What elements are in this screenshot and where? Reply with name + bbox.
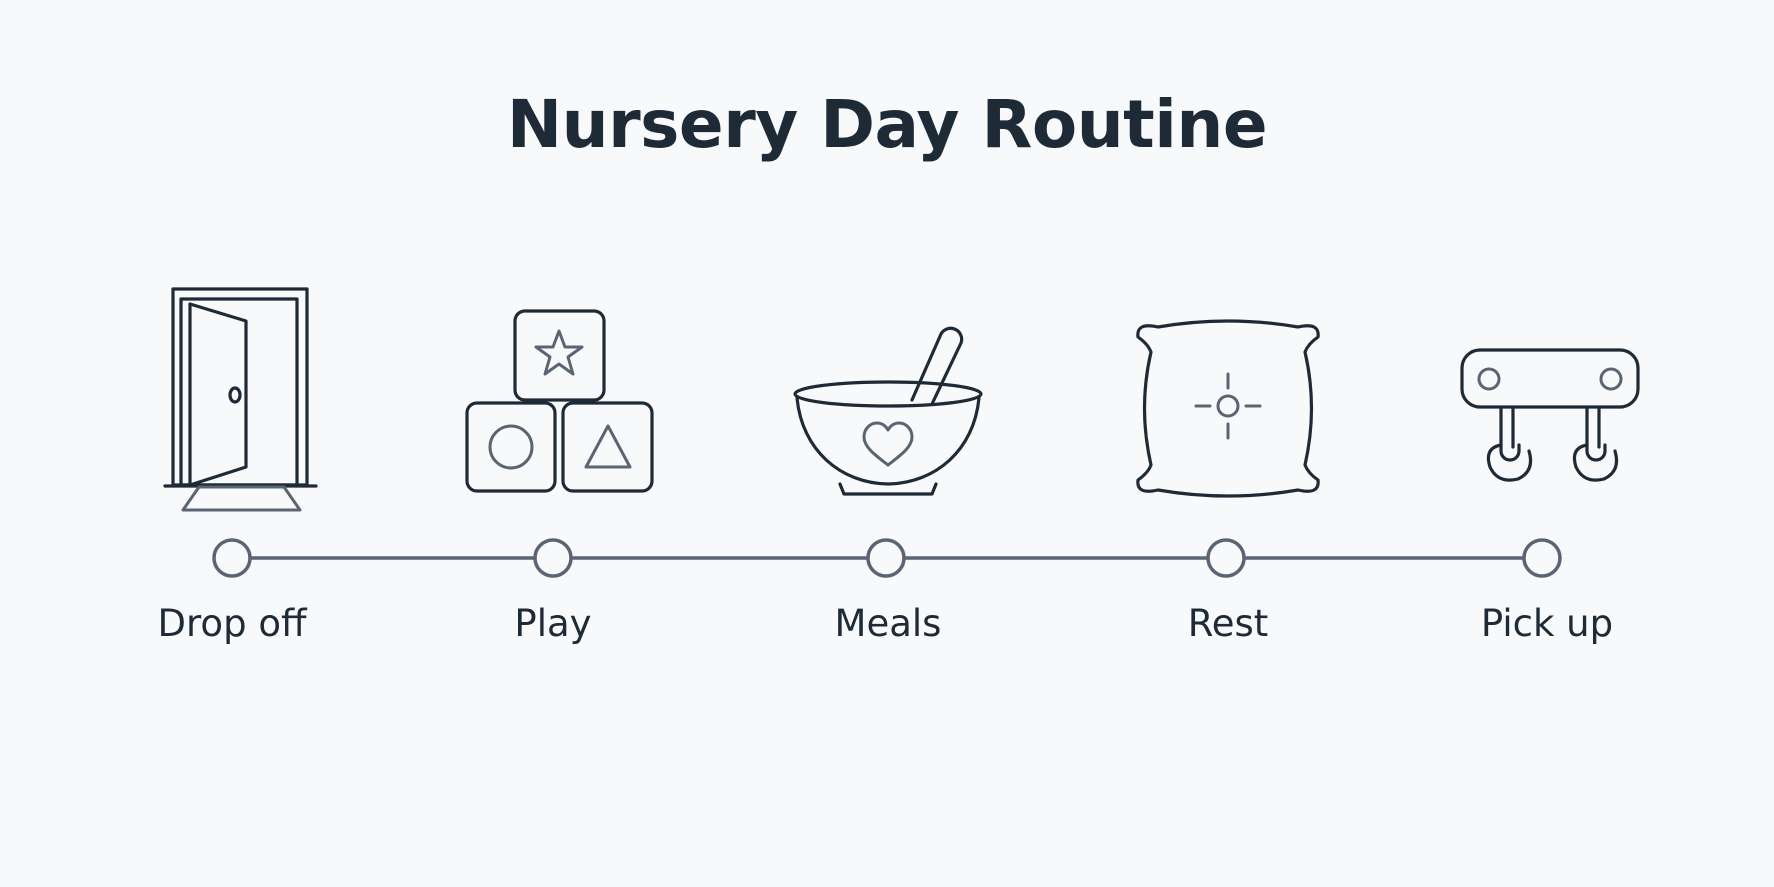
timeline-node-play	[533, 538, 573, 578]
step-label-pick-up: Pick up	[1480, 602, 1614, 645]
coat-hooks-icon	[1460, 348, 1640, 482]
step-label-play: Play	[514, 602, 592, 645]
diagram-title: Nursery Day Routine	[506, 86, 1268, 163]
step-label-rest: Rest	[1187, 602, 1269, 645]
step-label-drop-off: Drop off	[157, 602, 307, 645]
timeline-node-pick-up	[1522, 538, 1562, 578]
toy-blocks-icon	[465, 309, 654, 493]
timeline-node-rest	[1206, 538, 1246, 578]
bowl-icon	[793, 326, 983, 496]
step-label-meals: Meals	[834, 602, 942, 645]
timeline-node-meals	[866, 538, 906, 578]
pillow-icon	[1136, 319, 1320, 498]
door-icon	[163, 287, 318, 512]
timeline-node-drop-off	[212, 538, 252, 578]
